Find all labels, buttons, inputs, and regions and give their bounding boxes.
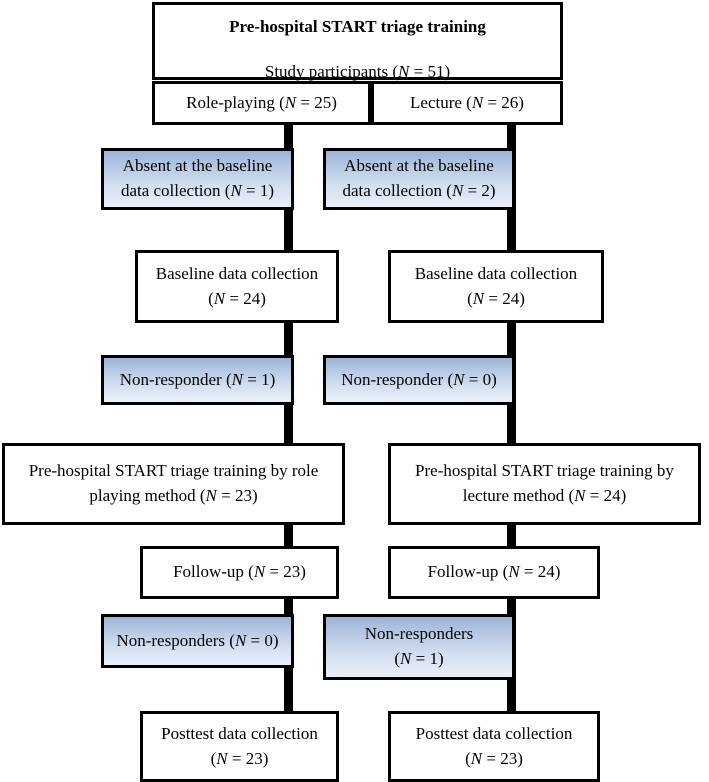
node-non-responders-right: Non-responders (N = 1) <box>323 614 515 680</box>
node-line-1: Pre-hospital START triage training by <box>415 461 674 481</box>
node-training-lecture: Pre-hospital START triage training by le… <box>388 443 701 525</box>
node-line-2: (N = 24) <box>467 288 525 308</box>
page-title: Pre-hospital START triage training <box>229 17 486 36</box>
connector-left-spine-3 <box>284 525 293 547</box>
node-absent-baseline-left: Absent at the baseline data collection (… <box>101 148 294 210</box>
node-non-responder-left: Non-responder (N = 1) <box>101 355 294 405</box>
node-line-2: (N = 24) <box>208 288 266 308</box>
node-line-1: Non-responder (N = 0) <box>341 369 497 389</box>
node-baseline-collection-left: Baseline data collection (N = 24) <box>135 250 339 323</box>
header-subtitle: Study participants (N = 51) <box>264 61 451 81</box>
node-line-1: Non-responders <box>364 624 474 644</box>
group-label-lecture: Lecture (N = 26) <box>410 92 524 112</box>
node-line-2: (N = 23) <box>210 748 269 768</box>
node-line-1: Absent at the baseline <box>344 156 494 176</box>
node-line-2: data collection (N = 1) <box>120 181 275 200</box>
node-line-2: data collection (N = 2) <box>342 181 496 200</box>
group-label-role-playing: Role-playing (N = 25) <box>186 92 337 112</box>
connector-right-spine-3 <box>507 525 516 547</box>
node-line-2: (N = 23) <box>465 748 523 768</box>
node-line-1: Posttest data collection <box>161 723 318 743</box>
group-box-role-playing: Role-playing (N = 25) <box>152 81 371 125</box>
header-box: Pre-hospital START triage training Study… <box>152 2 563 81</box>
node-follow-up-right: Follow-up (N = 24) <box>388 546 600 599</box>
node-line-2: (N = 1) <box>394 649 444 668</box>
node-line-1: Posttest data collection <box>415 723 573 743</box>
node-absent-baseline-right: Absent at the baseline data collection (… <box>323 148 515 210</box>
node-training-role-playing: Pre-hospital START triage training by ro… <box>2 443 345 525</box>
node-follow-up-left: Follow-up (N = 23) <box>140 546 339 599</box>
node-line-1: Follow-up (N = 24) <box>427 562 561 582</box>
node-line-2: lecture method (N = 24) <box>462 486 627 505</box>
node-posttest-collection-left: Posttest data collection (N = 23) <box>140 711 339 782</box>
node-baseline-collection-right: Baseline data collection (N = 24) <box>388 250 604 323</box>
node-posttest-collection-right: Posttest data collection (N = 23) <box>388 711 600 782</box>
node-non-responder-right: Non-responder (N = 0) <box>323 355 515 405</box>
node-line-1: Pre-hospital START triage training by ro… <box>28 461 319 481</box>
group-box-lecture: Lecture (N = 26) <box>371 81 563 125</box>
node-line-1: Non-responders (N = 0) <box>116 630 279 650</box>
node-line-1: Baseline data collection <box>414 263 578 283</box>
node-line-1: Non-responder (N = 1) <box>119 369 276 389</box>
node-line-1: Absent at the baseline <box>122 156 273 176</box>
node-line-1: Baseline data collection <box>155 263 319 283</box>
node-line-2: playing method (N = 23) <box>89 486 258 505</box>
node-line-1: Follow-up (N = 23) <box>173 562 306 582</box>
node-non-responders-left: Non-responders (N = 0) <box>101 614 294 668</box>
